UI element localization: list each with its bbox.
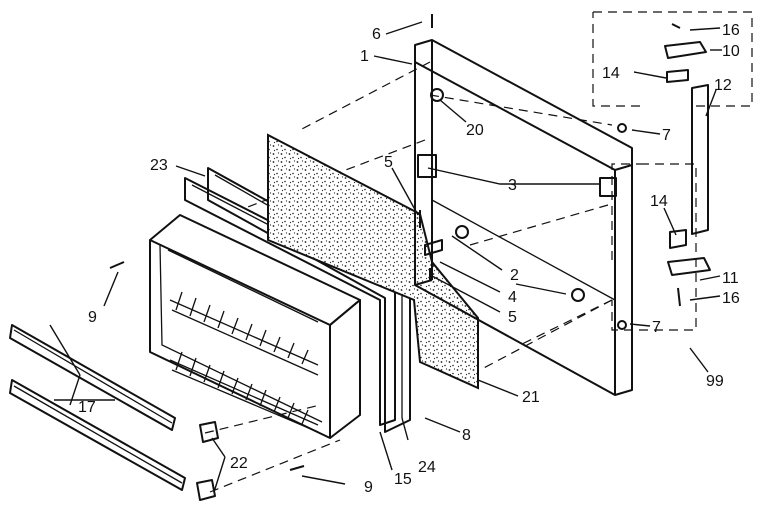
- liner-shelves: [169, 291, 319, 433]
- callout-14-lower: 14: [650, 193, 668, 210]
- callout-10: 10: [722, 43, 740, 60]
- callout-12: 12: [714, 77, 732, 94]
- callout-3: 3: [508, 177, 517, 194]
- door-frame: [414, 39, 633, 396]
- callout-20: 20: [466, 122, 484, 139]
- trim-strips: [9, 324, 186, 491]
- callout-7-lower: 7: [652, 319, 661, 336]
- leader-lines: [49, 21, 722, 493]
- kit-box-top: [592, 11, 753, 107]
- door-insulation: [267, 133, 479, 390]
- callouts: 1 6 20 5 3 2 4 5 7 7 23 9 17 22 9 15 24 …: [78, 22, 740, 496]
- callout-16-upper: 16: [722, 22, 740, 39]
- callout-7-upper: 7: [662, 127, 671, 144]
- callout-24: 24: [418, 459, 436, 476]
- end-cap-lower: [196, 479, 216, 501]
- callout-11: 11: [722, 270, 739, 287]
- kit-box-bottom: [611, 163, 697, 331]
- callout-2: 2: [510, 267, 519, 284]
- door-liner: [149, 214, 361, 439]
- callout-16-lower: 16: [722, 290, 740, 307]
- callout-15: 15: [394, 471, 412, 488]
- callout-22: 22: [230, 455, 248, 472]
- callout-1: 1: [360, 48, 369, 65]
- callout-8: 8: [462, 427, 471, 444]
- callout-9-bottom: 9: [364, 479, 373, 496]
- hinge-parts: [664, 41, 711, 307]
- callout-14-upper: 14: [602, 65, 620, 82]
- callout-23: 23: [150, 157, 168, 174]
- callout-21: 21: [522, 389, 540, 406]
- end-cap-upper: [199, 421, 219, 443]
- callout-17: 17: [78, 399, 96, 416]
- hardware: [109, 14, 681, 471]
- callout-5-upper: 5: [384, 154, 393, 171]
- callout-99: 99: [706, 373, 724, 390]
- callout-6: 6: [372, 26, 381, 43]
- callout-9-left: 9: [88, 309, 97, 326]
- callout-4: 4: [508, 289, 517, 306]
- callout-5-lower: 5: [508, 309, 517, 326]
